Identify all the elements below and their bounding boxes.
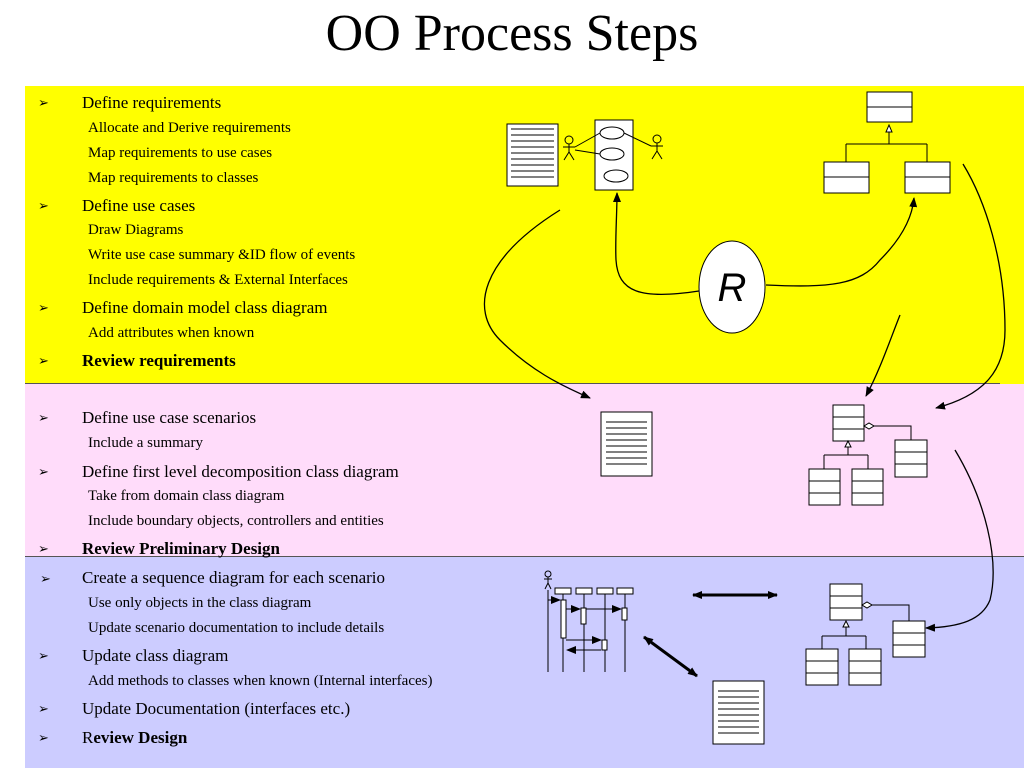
step-review-requirements: Review requirements xyxy=(82,351,236,370)
connector-arrow xyxy=(612,192,700,296)
substep: Take from domain class diagram xyxy=(88,488,285,504)
detailed-class-diagram-icon xyxy=(805,583,926,686)
connector-arrow xyxy=(483,209,591,399)
slide-title: OO Process Steps xyxy=(325,5,699,62)
step-review-preliminary-design: Review Preliminary Design xyxy=(82,539,280,558)
bullet-arrow-icon: ➢ xyxy=(40,571,51,586)
step-define-requirements: Define requirements xyxy=(82,93,222,112)
decomposition-class-diagram-icon xyxy=(808,404,928,506)
bullet-arrow-icon: ➢ xyxy=(38,353,49,368)
step-review-design: Review Design xyxy=(82,728,188,747)
substep: Draw Diagrams xyxy=(88,222,184,238)
substep: Include boundary objects, controllers an… xyxy=(88,513,384,529)
connector-arrow xyxy=(865,314,901,397)
bullet-arrow-icon: ➢ xyxy=(38,464,49,479)
step-define-use-cases: Define use cases xyxy=(82,196,196,215)
step-update-class-diagram: Update class diagram xyxy=(82,646,229,665)
bullet-arrow-icon: ➢ xyxy=(38,95,49,110)
bullet-arrow-icon: ➢ xyxy=(38,410,49,425)
band-divider xyxy=(25,556,1024,557)
review-circle-icon: R xyxy=(698,240,766,334)
bullet-arrow-icon: ➢ xyxy=(38,198,49,213)
requirements-document-icon xyxy=(506,123,559,187)
bullet-arrow-icon: ➢ xyxy=(38,730,49,745)
substep: Add attributes when known xyxy=(88,325,255,341)
connector-arrow xyxy=(925,449,994,632)
sequence-diagram-icon xyxy=(544,570,634,672)
review-circle-label: R xyxy=(718,266,747,310)
substep: Include a summary xyxy=(88,435,203,451)
band-divider xyxy=(25,383,1000,384)
connector-arrow xyxy=(765,197,918,287)
bullet-arrow-icon: ➢ xyxy=(38,541,49,556)
bidirectional-arrow xyxy=(643,635,698,678)
bullet-arrow-icon: ➢ xyxy=(38,648,49,663)
scenario-document-icon xyxy=(600,411,653,477)
bullet-arrow-icon: ➢ xyxy=(38,701,49,716)
use-case-diagram-icon xyxy=(563,119,663,191)
substep: Write use case summary &ID flow of event… xyxy=(88,247,356,263)
substep: Map requirements to classes xyxy=(88,170,259,186)
step-create-sequence-diagram: Create a sequence diagram for each scena… xyxy=(82,568,385,587)
step-define-use-case-scenarios: Define use case scenarios xyxy=(82,408,257,427)
substep: Update scenario documentation to include… xyxy=(88,620,385,636)
substep: Include requirements & External Interfac… xyxy=(88,272,348,288)
substep: Map requirements to use cases xyxy=(88,145,273,161)
interface-document-icon xyxy=(712,680,765,745)
substep: Use only objects in the class diagram xyxy=(88,595,312,611)
step-update-documentation: Update Documentation (interfaces etc.) xyxy=(82,699,351,718)
step-define-domain-model: Define domain model class diagram xyxy=(82,298,328,317)
class-diagram-icon xyxy=(823,91,951,194)
step-define-decomposition-class-diagram: Define first level decomposition class d… xyxy=(82,462,399,481)
substep: Add methods to classes when known (Inter… xyxy=(88,673,433,689)
substep: Allocate and Derive requirements xyxy=(88,120,291,136)
connector-arrow xyxy=(935,163,1006,410)
bullet-arrow-icon: ➢ xyxy=(38,300,49,315)
